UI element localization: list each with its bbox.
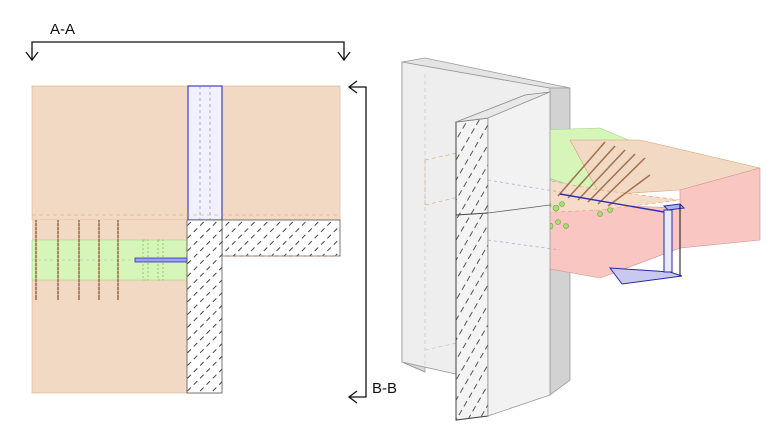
steel-i-beam [608,203,686,285]
diagonal-rebars [557,141,651,207]
slab-upper [31,85,341,221]
concrete-beam-horizontal [221,219,341,257]
steel-profile [134,257,188,263]
section-line-a-a: A-A [25,21,351,62]
arrow-bottom-icon [347,390,358,404]
section-view [31,85,341,394]
section-label-b-b: B-B [372,380,397,397]
isometric-view [401,57,761,421]
section-label-a-a: A-A [50,21,75,38]
concrete-wall-vertical [186,219,223,394]
arrow-right-icon [337,51,351,62]
wall-front-hatched [455,117,489,421]
studs [142,239,164,281]
steel-column-upper [187,85,223,221]
section-line-b-b: B-B [347,80,397,404]
arrow-top-icon [347,80,358,94]
arrow-left-icon [25,51,39,62]
